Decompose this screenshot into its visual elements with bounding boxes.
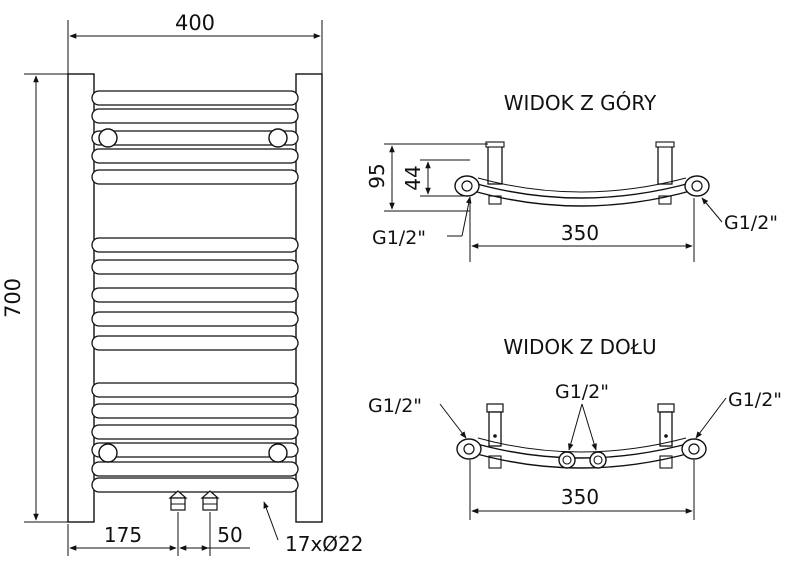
front-view: 400 700 <box>1 11 363 556</box>
top-width-label: 350 <box>561 221 599 245</box>
bottom-connection-middle-leader-right <box>581 403 597 451</box>
tube <box>91 148 299 164</box>
front-width-label: 400 <box>175 11 215 35</box>
connection-valve-right <box>200 490 220 511</box>
bottom-connector-middle-right <box>589 451 607 469</box>
wall-bracket-right <box>657 403 675 469</box>
tubes-group <box>91 90 299 493</box>
right-column <box>295 73 323 523</box>
curved-tube-outer <box>469 181 695 199</box>
bottom-connection-right-label: G1/2" <box>728 389 782 411</box>
bottom-connector-right <box>681 438 707 460</box>
top-connection-left-label: G1/2" <box>372 227 426 249</box>
top-connector-right <box>684 175 710 197</box>
wall-bracket-right <box>655 141 675 205</box>
curved-tube-outer <box>469 441 695 459</box>
bottom-view-title: WIDOK Z DOŁU <box>503 335 656 359</box>
bottom-width-label: 350 <box>561 485 599 509</box>
connection-valve-left <box>168 490 188 511</box>
curved-tube-inner <box>469 189 695 207</box>
tube <box>91 442 299 458</box>
bottom-connection-middle-label: G1/2" <box>555 381 609 403</box>
tube <box>91 424 299 440</box>
tube <box>91 403 299 419</box>
curved-tube-inner <box>469 451 695 469</box>
mount-bracket-bottom <box>98 443 288 463</box>
tubes-label: 17xØ22 <box>285 532 363 556</box>
tube <box>91 382 299 398</box>
tube <box>91 477 299 493</box>
top-connection-right-leader <box>701 197 723 223</box>
tube <box>91 130 299 146</box>
top-connection-right-label: G1/2" <box>724 212 778 234</box>
tube <box>91 311 299 327</box>
tubes-leader-line <box>263 501 279 541</box>
left-column <box>67 73 95 523</box>
bottom-connection-middle-leader-left <box>568 403 583 451</box>
depth-inner-label: 44 <box>401 165 425 190</box>
tube <box>91 335 299 351</box>
mount-bracket-top <box>98 128 288 148</box>
wall-bracket-left <box>486 403 504 469</box>
bottom-connector-left <box>456 438 482 460</box>
tube <box>91 237 299 253</box>
top-connector-left <box>454 175 480 197</box>
bottom-connector-middle-left <box>558 451 576 469</box>
front-height-label: 700 <box>1 278 25 318</box>
tube <box>91 108 299 124</box>
bottom-view: WIDOK Z DOŁU <box>368 335 782 520</box>
top-view: WIDOK Z GÓRY 95 <box>365 91 778 262</box>
tube <box>91 169 299 185</box>
depth-total-label: 95 <box>365 163 389 188</box>
bottom-connection-right-leader <box>695 397 727 439</box>
bottom-connection-left-label: G1/2" <box>368 395 422 417</box>
tube <box>91 461 299 477</box>
spacing-label: 50 <box>217 523 242 547</box>
bottom-connection-left-leader <box>439 403 467 439</box>
tube <box>91 259 299 275</box>
top-view-title: WIDOK Z GÓRY <box>504 91 657 115</box>
tube <box>91 287 299 303</box>
tube <box>91 90 299 106</box>
offset-label: 175 <box>104 523 142 547</box>
